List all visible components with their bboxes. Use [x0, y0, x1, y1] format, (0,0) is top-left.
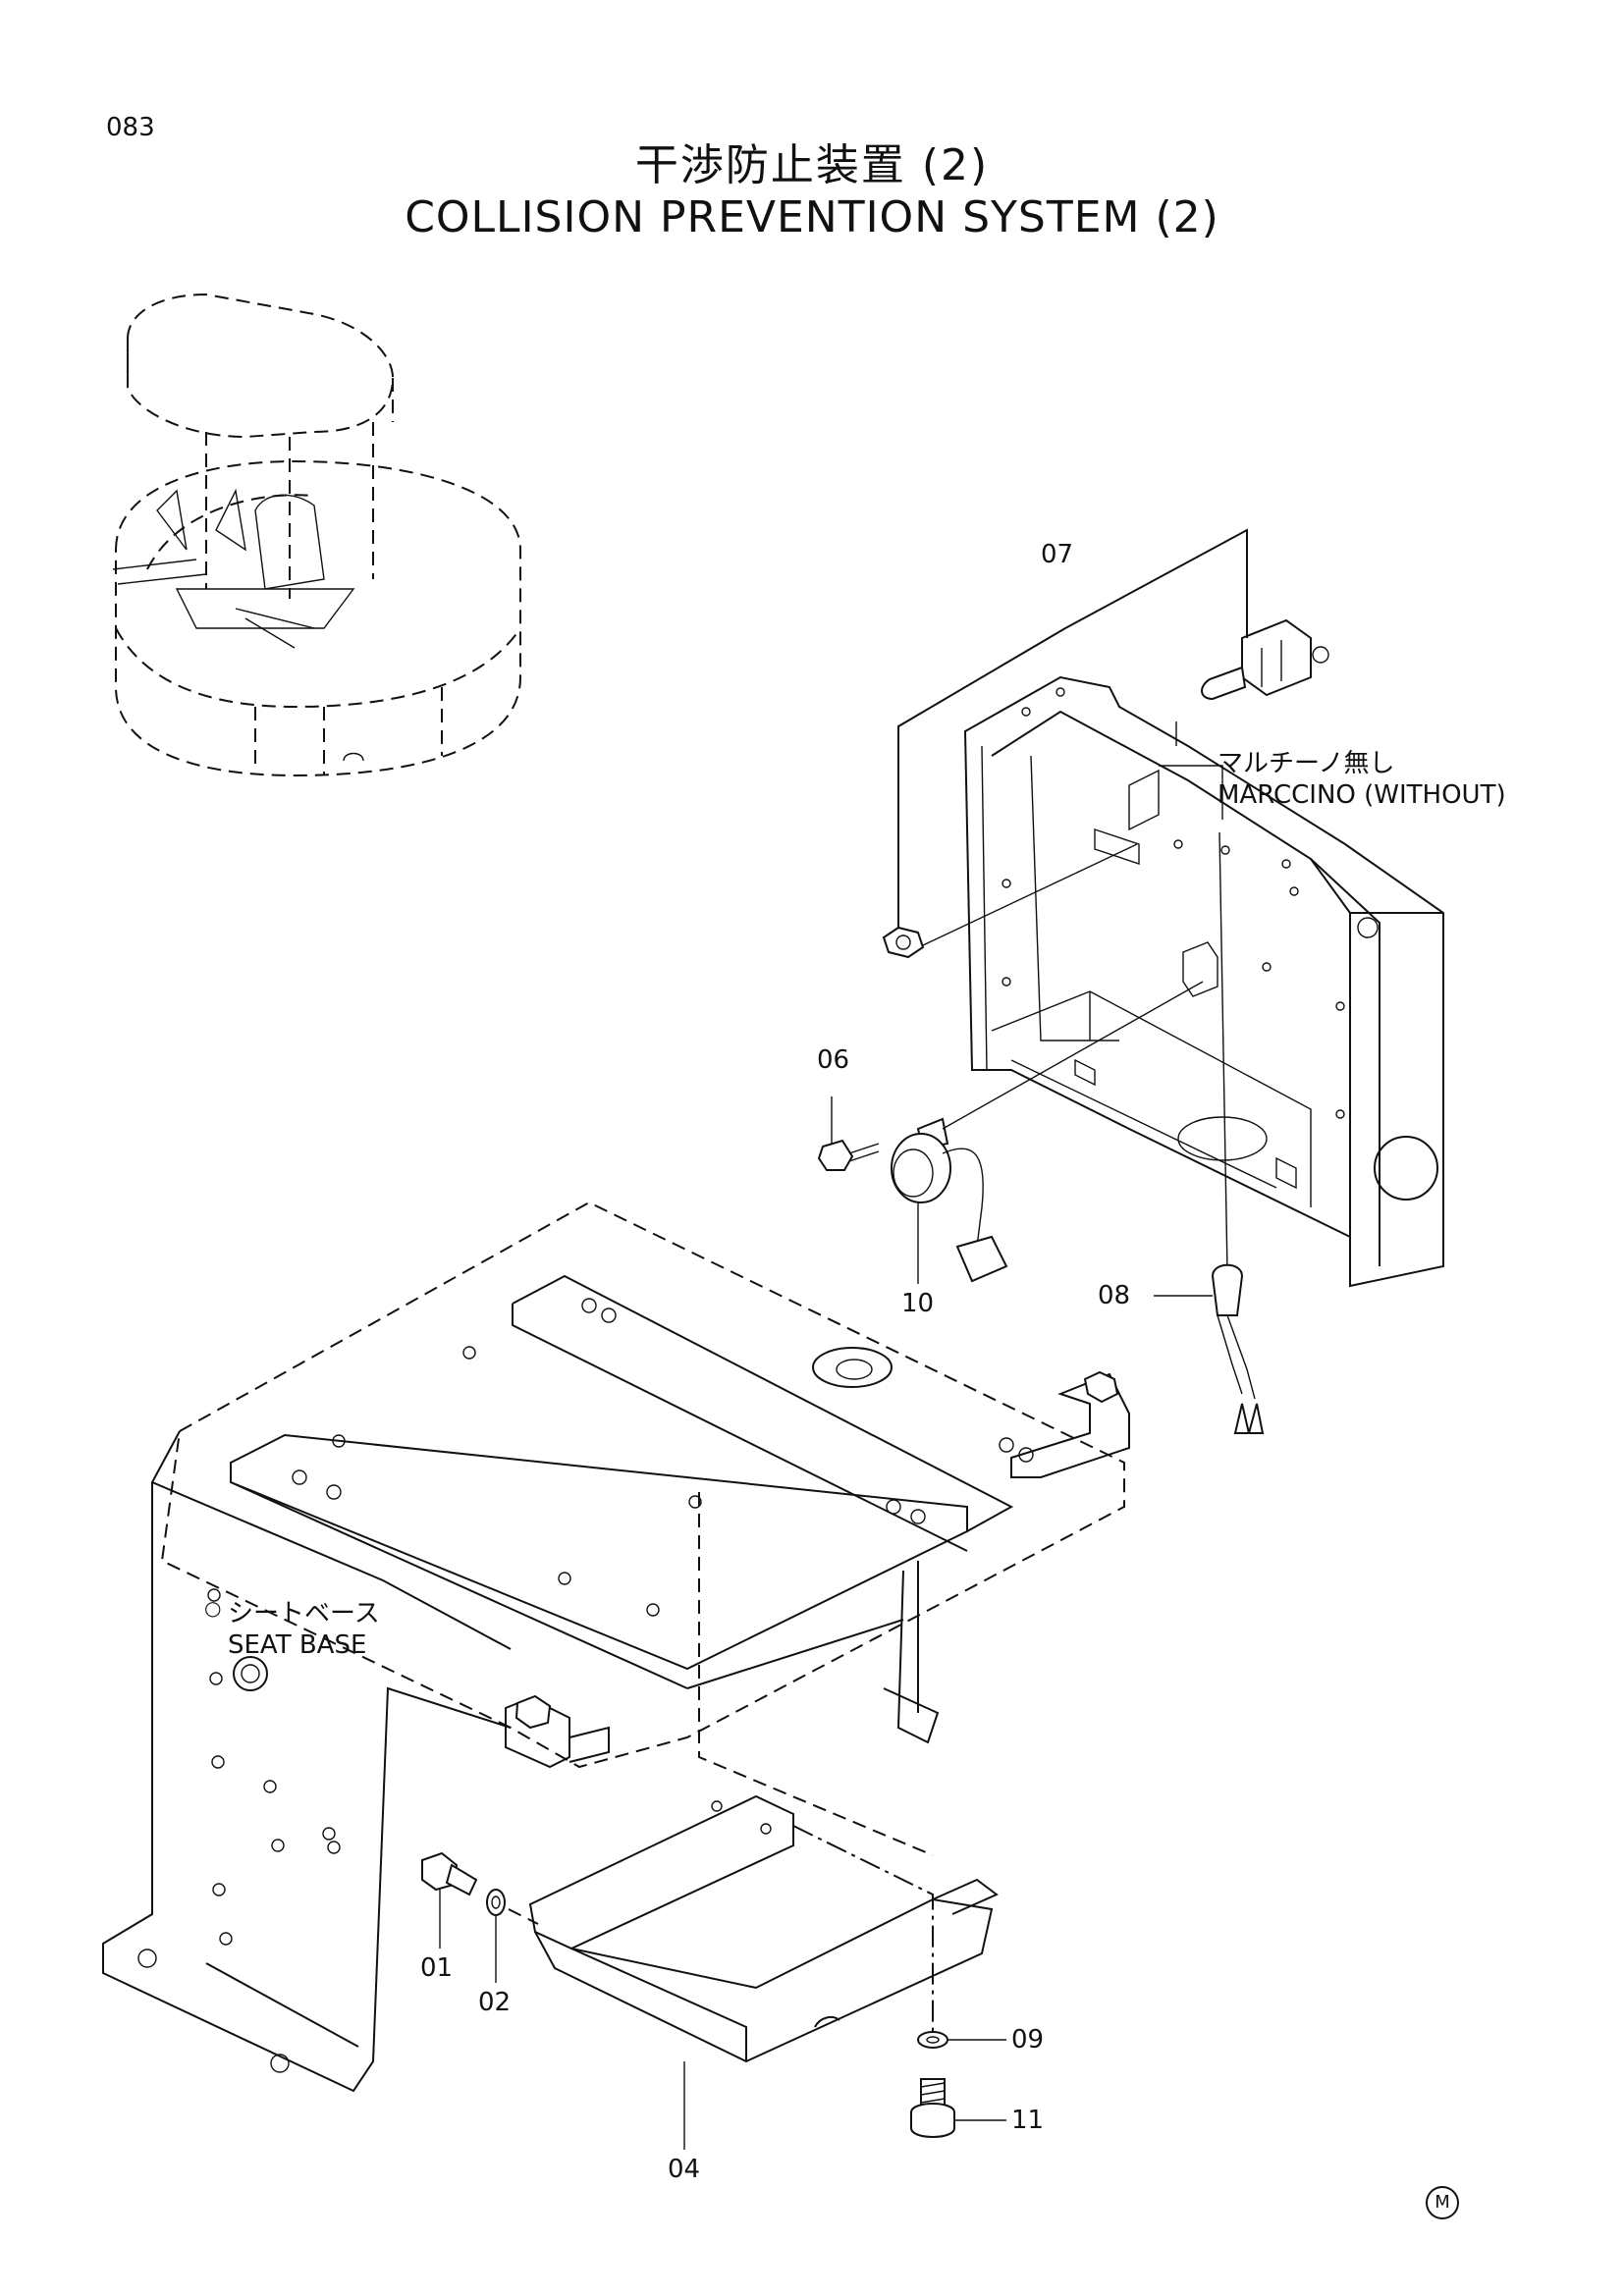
push-button-08: [1213, 832, 1263, 1433]
seat-base: [103, 1202, 1129, 2091]
nut-leader-07: [923, 844, 1137, 945]
callout-10: 10: [901, 1289, 935, 1318]
seat-stand-console: [965, 677, 1443, 1286]
sensor-leader-10: [943, 982, 1203, 1129]
washer-09: [918, 2032, 1006, 2048]
marccino-note: マルチーノ無し MARCCINO (WITHOUT): [1218, 748, 1506, 811]
callout-07: 07: [1041, 540, 1074, 569]
marccino-note-jp: マルチーノ無し: [1218, 749, 1395, 778]
seat-base-note-en: SEAT BASE: [228, 1630, 367, 1660]
page-number: 083: [106, 113, 155, 142]
leader-07: [898, 530, 1247, 928]
callout-11: 11: [1011, 2106, 1045, 2135]
callout-02: 02: [478, 1988, 512, 2017]
excavator-overview-illustration: [113, 294, 520, 775]
page-title-english: COLLISION PREVENTION SYSTEM (2): [405, 192, 1219, 242]
leader-09-chain: [793, 1826, 933, 2032]
manual-mark-icon: M: [1426, 2186, 1459, 2219]
seat-base-note: シートベース SEAT BASE: [228, 1598, 380, 1661]
washer-02: [487, 1890, 538, 1983]
callout-06: 06: [817, 1045, 850, 1075]
sensor-10: [892, 1119, 1006, 1281]
leader-marccino: [1159, 721, 1222, 820]
bracket-04: [530, 1796, 997, 2061]
seat-base-note-jp: シートベース: [228, 1599, 380, 1629]
marccino-note-en: MARCCINO (WITHOUT): [1218, 780, 1506, 810]
nut-07: [884, 928, 923, 957]
callout-04: 04: [668, 2155, 701, 2184]
page-title-japanese: 干渉防止装置 (2): [634, 140, 990, 190]
callout-09: 09: [1011, 2025, 1045, 2055]
toggle-switch-07: [1202, 620, 1328, 699]
callout-08: 08: [1098, 1281, 1131, 1310]
callout-01: 01: [420, 1953, 454, 1983]
screw-06: [819, 1141, 879, 1170]
seat-base-hole-marker: ○: [204, 1596, 222, 1620]
bolt-01: [422, 1853, 476, 1949]
bolt-11: [911, 2079, 1006, 2137]
